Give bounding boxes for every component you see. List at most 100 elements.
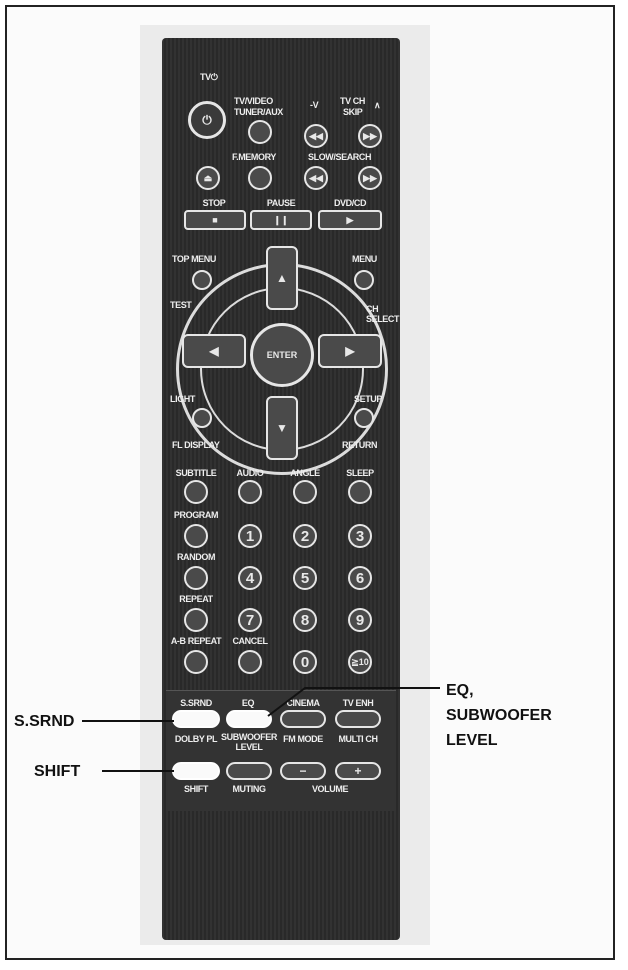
eq-callout-line2: SUBWOOFER — [446, 707, 552, 724]
volume-up-label: ∧ — [374, 100, 381, 110]
muting-button[interactable] — [226, 762, 272, 780]
eq-label: EQ — [241, 698, 255, 708]
s-srnd-button[interactable] — [172, 710, 220, 728]
digit-3-button[interactable]: 3 — [348, 524, 372, 548]
tv-video-label: TV/VIDEO — [234, 96, 273, 106]
digit-6: 6 — [355, 569, 365, 587]
digit-2: 2 — [300, 527, 310, 545]
tv-enh-button[interactable] — [335, 710, 381, 728]
shift-callout: SHIFT — [34, 763, 81, 780]
menu-label: MENU — [352, 254, 377, 264]
angle-button[interactable] — [293, 480, 317, 504]
eq-callout-line3: LEVEL — [446, 732, 498, 749]
digit-9-button[interactable]: 9 — [348, 608, 372, 632]
stop-button[interactable]: ■ — [184, 210, 246, 230]
play-button[interactable]: ▶ — [318, 210, 382, 230]
volume-up-button[interactable]: + — [335, 762, 381, 780]
f-memory-label: F.MEMORY — [232, 152, 276, 162]
fast-forward-icon: ▶▶ — [363, 172, 377, 183]
repeat-button[interactable] — [184, 608, 208, 632]
digit-0: 0 — [300, 653, 310, 671]
digit-6-button[interactable]: 6 — [348, 566, 372, 590]
pause-button[interactable]: ❙❙ — [250, 210, 312, 230]
digit-4: 4 — [245, 569, 255, 587]
audio-label: AUDIO — [236, 468, 264, 478]
digit-4-button[interactable]: 4 — [238, 566, 262, 590]
volume-down-button[interactable]: − — [280, 762, 326, 780]
pause-label: PAUSE — [266, 198, 296, 208]
level-label: LEVEL — [235, 742, 263, 752]
digit-8-button[interactable]: 8 — [293, 608, 317, 632]
program-button[interactable] — [184, 524, 208, 548]
tv-video-button[interactable] — [248, 120, 272, 144]
cursor-down-button[interactable]: ▼ — [266, 396, 298, 460]
test-label: TEST — [170, 300, 192, 310]
cancel-label: CANCEL — [232, 636, 268, 646]
setup-button[interactable] — [354, 408, 374, 428]
volume-label: VOLUME — [311, 784, 349, 794]
eq-callout-line1: EQ, — [446, 682, 474, 699]
tuner-aux-label: TUNER/AUX — [234, 107, 283, 117]
shift-leader-line — [102, 770, 174, 772]
top-menu-button[interactable] — [192, 270, 212, 290]
subtitle-button[interactable] — [184, 480, 208, 504]
digit-10-plus-button[interactable]: ≧10 — [348, 650, 372, 674]
subtitle-label: SUBTITLE — [175, 468, 217, 478]
skip-forward-button[interactable]: ▶▶ — [358, 124, 382, 148]
cursor-right-button[interactable]: ▶ — [318, 334, 382, 368]
enter-button[interactable]: ENTER — [250, 323, 314, 387]
search-forward-button[interactable]: ▶▶ — [358, 166, 382, 190]
cinema-label: CINEMA — [286, 698, 320, 708]
arrow-left-icon: ◀ — [209, 344, 219, 358]
menu-button[interactable] — [354, 270, 374, 290]
program-label: PROGRAM — [173, 510, 219, 520]
digit-7-button[interactable]: 7 — [238, 608, 262, 632]
sleep-button[interactable] — [348, 480, 372, 504]
digit-0-button[interactable]: 0 — [293, 650, 317, 674]
tv-enh-label: TV ENH — [342, 698, 374, 708]
random-button[interactable] — [184, 566, 208, 590]
digit-7: 7 — [245, 611, 255, 629]
repeat-label: REPEAT — [179, 594, 213, 604]
sleep-label: SLEEP — [346, 468, 374, 478]
return-label: RETURN — [342, 440, 378, 450]
search-back-button[interactable]: ◀◀ — [304, 166, 328, 190]
eq-button[interactable] — [226, 710, 272, 728]
digit-1-button[interactable]: 1 — [238, 524, 262, 548]
open-close-button[interactable]: ⏏ — [196, 166, 220, 190]
ab-repeat-button[interactable] — [184, 650, 208, 674]
arrow-down-icon: ▼ — [276, 421, 288, 435]
digit-3: 3 — [355, 527, 365, 545]
stop-icon: ■ — [212, 214, 218, 225]
plus-icon: + — [354, 764, 362, 778]
dvd-cd-label: DVD/CD — [333, 198, 367, 208]
cursor-up-button[interactable]: ▲ — [266, 246, 298, 310]
skip-label: SKIP — [343, 107, 363, 117]
cinema-button[interactable] — [280, 710, 326, 728]
digit-5: 5 — [300, 569, 310, 587]
s-srnd-callout: S.SRND — [14, 713, 75, 730]
digit-9: 9 — [355, 611, 365, 629]
arrow-up-icon: ▲ — [276, 271, 288, 285]
dolby-pl-label: DOLBY PL — [174, 734, 218, 744]
eq-leader-polyline — [267, 687, 440, 717]
random-label: RANDOM — [176, 552, 216, 562]
skip-back-button[interactable]: ◀◀ — [304, 124, 328, 148]
digit-2-button[interactable]: 2 — [293, 524, 317, 548]
cursor-left-button[interactable]: ◀ — [182, 334, 246, 368]
remote-control: TV⏻ ⏻ TV/VIDEO TUNER/AUX -V TV CH SKIP ∧… — [162, 38, 400, 940]
cancel-button[interactable] — [238, 650, 262, 674]
ch-select-label: CH SELECT — [366, 304, 400, 324]
skip-back-icon: ◀◀ — [309, 130, 323, 141]
audio-button[interactable] — [238, 480, 262, 504]
skip-forward-icon: ▶▶ — [363, 130, 377, 141]
digit-5-button[interactable]: 5 — [293, 566, 317, 590]
stop-label: STOP — [202, 198, 226, 208]
power-button[interactable]: ⏻ — [188, 101, 226, 139]
digit-1: 1 — [245, 527, 255, 545]
light-button[interactable] — [192, 408, 212, 428]
multi-ch-label: MULTI CH — [338, 734, 378, 744]
f-memory-button[interactable] — [248, 166, 272, 190]
tv-ch-label: TV CH — [340, 96, 366, 106]
